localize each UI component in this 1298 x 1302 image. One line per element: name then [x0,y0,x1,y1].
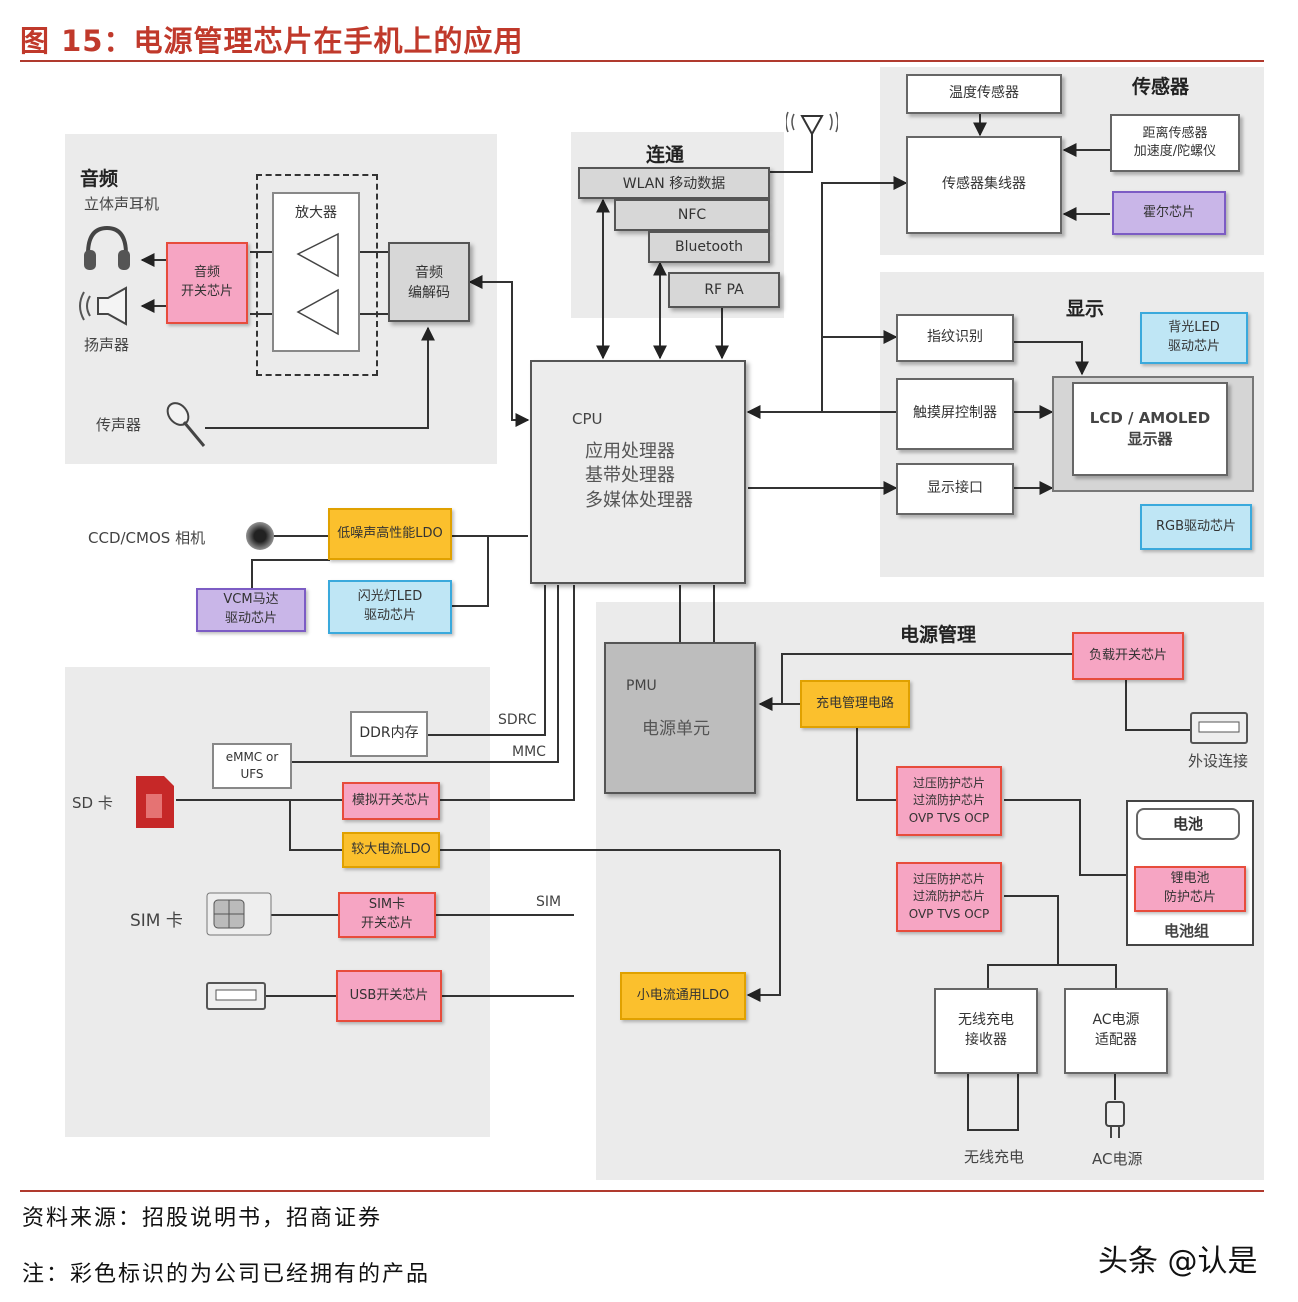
title-rule [20,60,1264,62]
wlan-mobile-data: WLAN 移动数据 [578,167,770,199]
hall-chip: 霍尔芯片 [1112,191,1226,235]
figure-title: 图 15：电源管理芯片在手机上的应用 [20,24,524,58]
bluetooth-module: Bluetooth [648,231,770,263]
mmc-label: MMC [512,744,546,760]
peripheral-port-icon [1190,712,1248,744]
pmu-block [604,642,756,794]
pmu-name: 电源单元 [642,719,710,739]
pmu-label: PMU [626,678,657,694]
protection-chip-1: 过压防护芯片 过流防护芯片 OVP TVS OCP [896,766,1002,836]
camera-label: CCD/CMOS 相机 [88,529,206,547]
battery-cell: 电池 [1136,808,1240,840]
battery-pack-label: 电池组 [1164,922,1210,940]
connectivity-heading: 连通 [646,144,685,166]
sd-card-icon [132,774,176,830]
antenna-icon [785,108,839,142]
speaker-label: 扬声器 [84,336,130,354]
speaker-icon [76,284,134,328]
cpu-block [530,360,746,584]
touch-controller: 触摸屏控制器 [896,378,1014,450]
sim-bus-label: SIM [536,894,562,910]
analog-switch-chip: 模拟开关芯片 [342,782,440,820]
stereo-headphones-label: 立体声耳机 [84,195,160,213]
emmc-ufs-storage: eMMC or UFS [212,743,292,789]
color-note: 注：彩色标识的为公司已经拥有的产品 [22,1262,431,1287]
ac-power-label: AC电源 [1092,1150,1143,1168]
ddr-memory: DDR内存 [350,711,428,757]
amplifier-group [256,174,378,376]
sim-card-label: SIM 卡 [130,911,183,931]
display-heading: 显示 [1066,298,1105,320]
fingerprint-reader: 指纹识别 [896,314,1014,362]
lcd-amoled-panel: LCD / AMOLED 显示器 [1072,382,1228,476]
ac-power-adapter: AC电源 适配器 [1064,988,1168,1074]
amplifier-triangles-icon [294,232,340,336]
load-switch-chip: 负载开关芯片 [1072,632,1184,680]
ac-plug-icon [1100,1098,1130,1140]
flash-led-driver-chip: 闪光灯LED 驱动芯片 [328,580,452,634]
source-note: 资料来源：招股说明书，招商证券 [22,1206,383,1231]
rgb-driver-chip: RGB驱动芯片 [1140,504,1252,550]
sdrc-label: SDRC [498,712,537,728]
audio-codec: 音频 编解码 [388,242,470,322]
usb-port-icon [206,982,266,1010]
charge-management-chip: 充电管理电路 [800,680,910,728]
display-interface: 显示接口 [896,463,1014,515]
small-current-ldo-chip: 小电流通用LDO [620,972,746,1020]
headphones-icon [80,222,134,276]
low-noise-ldo-chip: 低噪声高性能LDO [328,508,452,560]
high-current-ldo-chip: 较大电流LDO [342,832,440,868]
camera-lens-icon [246,522,274,550]
audio-switch-chip: 音频 开关芯片 [166,242,248,324]
backlight-led-driver: 背光LED 驱动芯片 [1140,312,1248,364]
sim-switch-chip: SIM卡 开关芯片 [338,892,436,938]
footer-rule [20,1190,1264,1192]
sensor-hub: 传感器集线器 [906,136,1062,234]
proximity-accel-gyro: 距离传感器 加速度/陀螺仪 [1110,114,1240,172]
watermark: 头条 @认是 [1098,1244,1258,1279]
temperature-sensor: 温度传感器 [906,74,1062,114]
rf-pa-module: RF PA [668,272,780,308]
audio-heading: 音频 [80,168,119,190]
wireless-charging-receiver: 无线充电 接收器 [934,988,1038,1074]
li-battery-protect-chip: 锂电池 防护芯片 [1134,866,1246,912]
vcm-driver-chip: VCM马达 驱动芯片 [196,588,306,632]
protection-chip-2: 过压防护芯片 过流防护芯片 OVP TVS OCP [896,862,1002,932]
cpu-functions: 应用处理器 基带处理器 多媒体处理器 [585,441,693,511]
usb-switch-chip: USB开关芯片 [336,970,442,1022]
power-heading: 电源管理 [900,624,977,646]
microphone-icon [158,398,210,450]
sd-card-label: SD 卡 [72,794,113,812]
peripheral-label: 外设连接 [1188,752,1249,770]
sim-card-icon [206,892,272,936]
microphone-label: 传声器 [96,416,142,434]
amplifier-box: 放大器 [272,192,360,352]
cpu-label: CPU [572,410,603,428]
nfc-module: NFC [614,199,770,231]
wireless-charging-label: 无线充电 [964,1148,1025,1166]
sensor-heading: 传感器 [1132,76,1190,98]
